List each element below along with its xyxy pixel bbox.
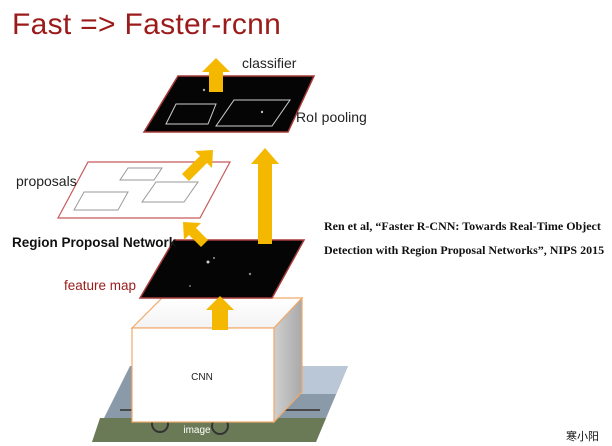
- arrow-feature-to-roi-icon: [251, 148, 279, 244]
- proposals-plane: [56, 161, 232, 219]
- feature-map-label: feature map: [64, 278, 137, 293]
- arrow-feature-to-proposals-icon: [183, 222, 208, 247]
- classifier-label: classifier: [242, 55, 297, 71]
- roi-pooling-plane: [142, 75, 316, 133]
- image-label: image: [183, 425, 211, 436]
- roi-pooling-label: RoI pooling: [296, 109, 367, 125]
- arrow-cnn-to-feature-icon: [206, 296, 234, 330]
- slide-title: Fast => Faster-rcnn: [12, 8, 282, 41]
- reference-citation: Ren et al, “Faster R-CNN: Towards Real-T…: [324, 214, 612, 262]
- reference-line-1: Ren et al, “Faster R-CNN: Towards Real-T…: [324, 219, 601, 233]
- arrow-to-classifier-icon: [202, 58, 230, 92]
- arrow-proposals-to-roi-icon: [182, 150, 213, 181]
- proposals-label: proposals: [16, 173, 77, 189]
- rpn-label: Region Proposal Network: [12, 235, 177, 250]
- reference-line-2: Detection with Region Proposal Networks”…: [324, 243, 605, 257]
- watermark: 寒小阳: [566, 430, 599, 443]
- cnn-label: CNN: [191, 372, 213, 383]
